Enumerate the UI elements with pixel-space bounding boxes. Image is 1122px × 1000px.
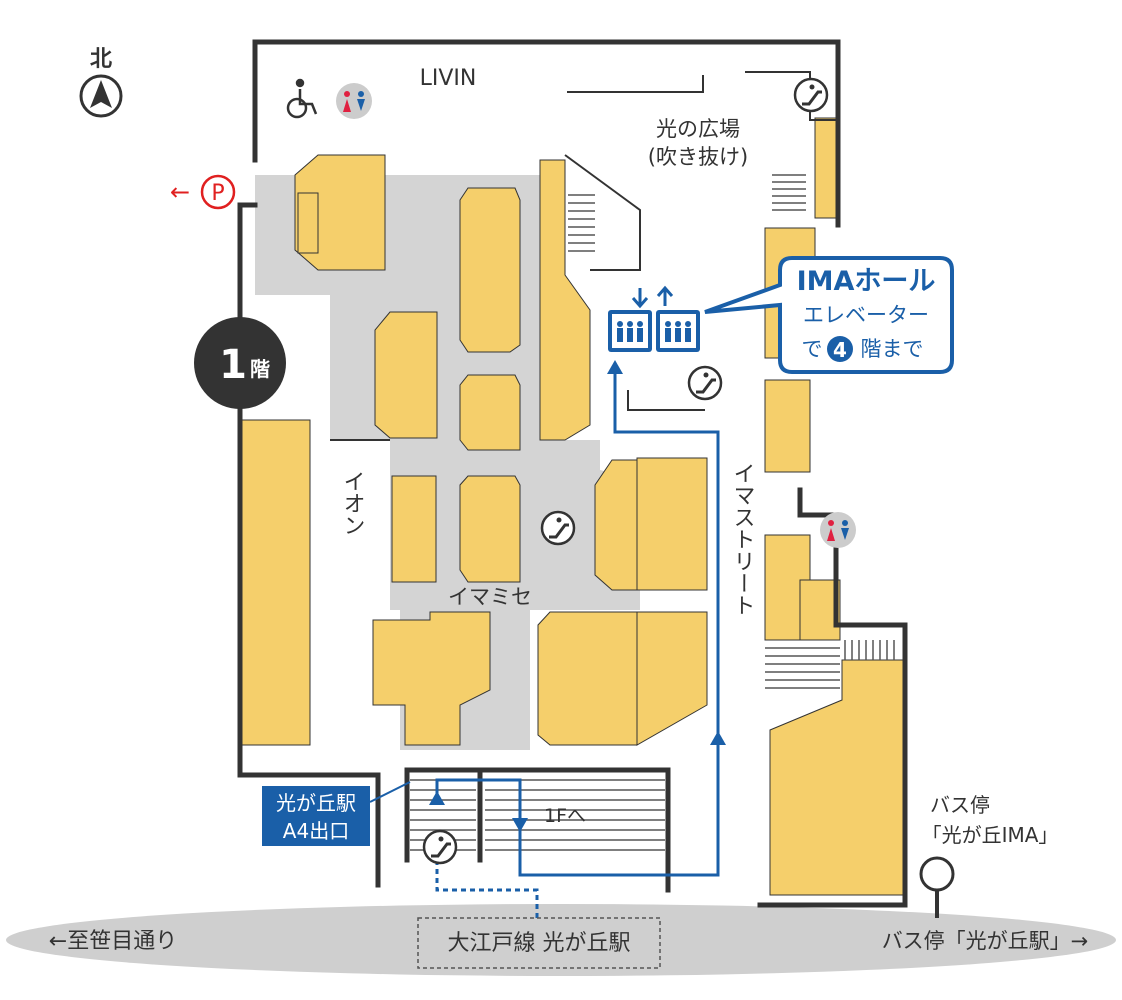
- callout-line3-pre: で: [802, 337, 823, 361]
- station-box: [417, 917, 661, 969]
- restroom-icon: [336, 83, 372, 119]
- restroom-icon: [820, 512, 856, 548]
- shop-block: [459, 374, 521, 451]
- ima-street-label: イマストリート: [730, 462, 755, 616]
- floor-number-circle: [827, 336, 853, 362]
- escalator-icon: [793, 77, 829, 113]
- bus-stop-line1: バス停: [930, 793, 990, 817]
- floor-badge-number: 1: [219, 342, 247, 388]
- shop-block: [459, 187, 521, 353]
- shop-block: [636, 457, 708, 591]
- shop-block: [814, 117, 838, 219]
- route-path: [435, 372, 720, 877]
- svg-text:P: P: [211, 181, 224, 206]
- escalator-icon: [540, 510, 576, 546]
- imamise-label: イマミセ: [448, 585, 532, 609]
- bus-stop-line2: 「光が丘IMA」: [922, 823, 1059, 847]
- escalator-icon: [687, 365, 723, 401]
- stairs-1f-label: 1Fへ: [544, 805, 586, 827]
- exit-line2: A4出口: [283, 819, 349, 843]
- road: [6, 904, 1116, 976]
- elevator-icon: [608, 285, 700, 352]
- shop-block: [537, 611, 638, 746]
- callout-floor-number: 4: [833, 338, 847, 362]
- north-arrow-icon: [79, 74, 123, 118]
- shop-block: [594, 459, 638, 591]
- shop-block: [799, 579, 841, 641]
- callout-title: IMAホール: [797, 266, 936, 297]
- road-right-label: バス停「光が丘駅」→: [882, 929, 1089, 953]
- shop-block: [769, 659, 906, 896]
- shop-block: [764, 379, 811, 473]
- shop-block: [539, 159, 591, 441]
- livin-label: LIVIN: [420, 66, 477, 91]
- wheelchair-icon: [286, 78, 318, 119]
- floor-badge: 1 階: [194, 317, 286, 409]
- shop-block: [374, 311, 438, 439]
- stairs: [410, 174, 895, 851]
- floor-badge-suffix: 階: [250, 357, 270, 381]
- walls: [237, 39, 908, 908]
- parking-icon: P: [200, 174, 236, 210]
- shop-block: [297, 192, 319, 254]
- parking-arrow: ←: [170, 178, 190, 206]
- north-label: 北: [90, 47, 112, 72]
- shop-block: [241, 419, 311, 746]
- escalator-icon: [422, 829, 458, 865]
- shops: [241, 117, 906, 896]
- shop-block: [636, 611, 708, 746]
- bus-stop-icon: [919, 856, 955, 918]
- ima-hall-callout: IMAホール エレベーター で 4 階まで: [704, 256, 954, 374]
- plaza-label-line1: 光の広場: [656, 117, 740, 141]
- plaza-label-line2: (吹き抜け): [648, 145, 748, 169]
- walk-dotted-path: [435, 860, 539, 920]
- exit-a4-sign: 光が丘駅 A4出口: [262, 781, 411, 846]
- aeon-label: イオン: [340, 470, 365, 536]
- callout-line2: エレベーター: [803, 303, 929, 327]
- road-left-label: ←至笹目通り: [49, 929, 177, 954]
- shop-block: [459, 475, 521, 583]
- station-label: 大江戸線 光が丘駅: [448, 931, 631, 956]
- route-arrows: [429, 360, 726, 832]
- shop-block: [372, 611, 491, 746]
- callout-line3-post: 階まで: [861, 337, 924, 361]
- exit-line1: 光が丘駅: [276, 791, 356, 815]
- shop-block: [391, 475, 437, 583]
